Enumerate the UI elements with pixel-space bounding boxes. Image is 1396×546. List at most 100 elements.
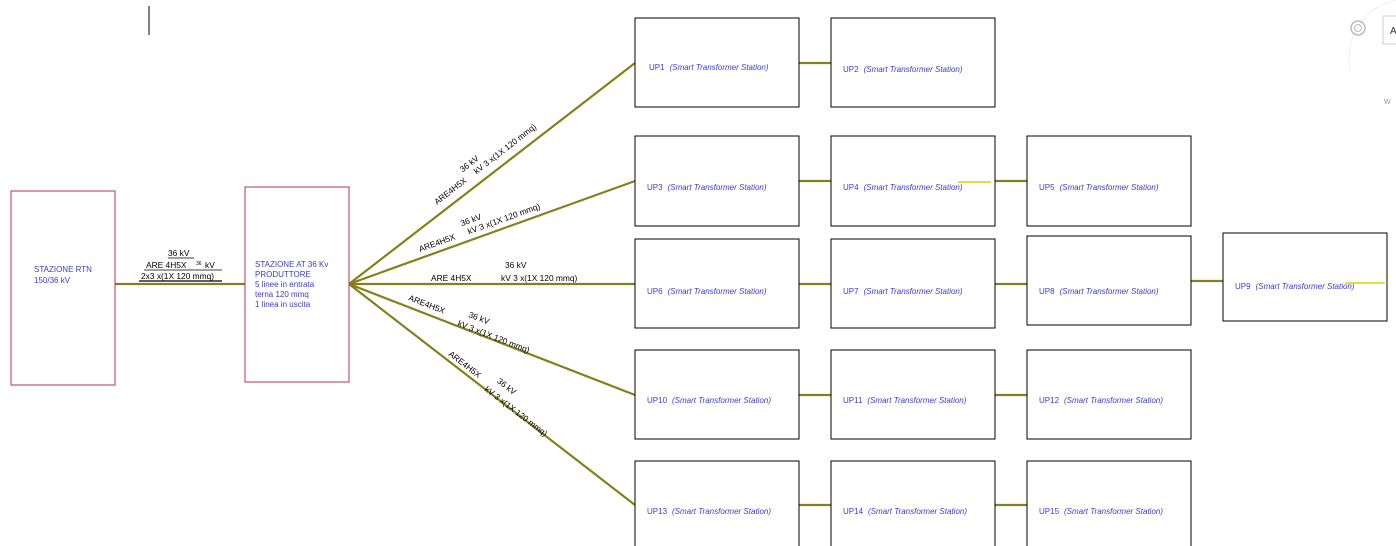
svg-text:UP14(Smart Transformer Station: UP14 (Smart Transformer Station) (843, 507, 967, 516)
branch-spec: kV 3 x(1X 120 mmq) (472, 121, 539, 176)
station-id: UP10 (647, 396, 668, 405)
rtn-station-box (10, 190, 116, 386)
at-station-owner: PRODUTTORE (255, 270, 311, 279)
side-small-letter: W (1384, 99, 1391, 106)
at-station-output: 1 linea in uscita (255, 300, 311, 309)
up8-box[interactable]: UP8 (Smart Transformer Station) (1026, 235, 1192, 326)
up11-box[interactable]: UP11 (Smart Transformer Station) (830, 349, 996, 440)
circle-inner-icon (1354, 24, 1362, 32)
svg-text:UP13(Smart Transformer Station: UP13 (Smart Transformer Station) (647, 507, 771, 516)
station-id: UP11 (843, 396, 863, 405)
side-button[interactable] (1382, 15, 1396, 45)
branch-type: ARE4H5X (417, 231, 457, 253)
station-desc: (Smart Transformer Station) (1064, 507, 1163, 516)
station-desc: (Smart Transformer Station) (864, 183, 963, 192)
station-id: UP6 (647, 287, 663, 296)
station-id: UP9 (1235, 282, 1251, 291)
branch-voltage: 36 kV (505, 260, 527, 270)
station-desc: (Smart Transformer Station) (1060, 287, 1159, 296)
station-desc: (Smart Transformer Station) (672, 396, 771, 405)
main-cable-spec: 2x3 x(1X 120 mmq) (141, 271, 214, 281)
svg-text:UP1(Smart Transformer Station): UP1 (Smart Transformer Station) (649, 63, 769, 72)
side-toolbar[interactable]: A W (1348, 0, 1396, 106)
side-arc (1348, 0, 1396, 71)
at-station[interactable]: STAZIONE AT 36 Kv PRODUTTORE 5 linee in … (244, 186, 350, 383)
main-cable-voltage: 36 kV (168, 248, 190, 258)
station-id: UP8 (1039, 287, 1055, 296)
svg-text:UP6(Smart Transformer Station): UP6 (Smart Transformer Station) (647, 287, 767, 296)
connections (115, 61, 1223, 507)
station-id: UP3 (647, 183, 663, 192)
station-desc: (Smart Transformer Station) (867, 396, 966, 405)
at-station-name: STAZIONE AT 36 Kv (255, 260, 328, 269)
at-station-box (244, 186, 350, 383)
svg-text:UP3(Smart Transformer Station): UP3 (Smart Transformer Station) (647, 183, 767, 192)
up4-box[interactable]: UP4 (Smart Transformer Station) (830, 135, 996, 227)
svg-text:UP11(Smart Transformer Station: UP11 (Smart Transformer Station) (843, 396, 967, 405)
rtn-station[interactable]: STAZIONE RTN 150/36 kV (10, 190, 116, 386)
station-id: UP1 (649, 63, 665, 72)
svg-text:UP8(Smart Transformer Station): UP8 (Smart Transformer Station) (1039, 287, 1159, 296)
svg-text:UP5(Smart Transformer Station): UP5 (Smart Transformer Station) (1039, 183, 1159, 192)
station-desc: (Smart Transformer Station) (1064, 396, 1163, 405)
branch-spec: kV 3 x(1X 120 mmq) (456, 318, 531, 355)
branch-type: ARE4H5X (432, 175, 469, 207)
up14-box[interactable]: UP14 (Smart Transformer Station) (830, 460, 996, 546)
up6-box[interactable]: UP6 (Smart Transformer Station) (634, 238, 800, 329)
svg-text:UP12(Smart Transformer Station: UP12(Smart Transformer Station) (1039, 396, 1163, 405)
branch-label-up1: 36 kV ARE4H5X kV 3 x(1X 120 mmq) (432, 121, 539, 207)
svg-text:UP15(Smart Transformer Station: UP15 (Smart Transformer Station) (1039, 507, 1163, 516)
circle-icon[interactable] (1350, 20, 1366, 36)
at-station-inputs: 5 linee in entrata (255, 280, 315, 289)
main-cable-unit: kV (205, 260, 215, 270)
svg-text:UP4(Smart Transformer Station): UP4 (Smart Transformer Station) (843, 183, 963, 192)
up13-box[interactable]: UP13 (Smart Transformer Station) (634, 460, 800, 546)
up9-box[interactable]: UP9 (Smart Transformer Station) (1222, 232, 1388, 322)
up5-box[interactable]: UP5 (Smart Transformer Station) (1026, 135, 1192, 227)
rtn-station-name: STAZIONE RTN (34, 265, 92, 274)
branch-label-up6: 36 kV ARE 4H5X kV 3 x(1X 120 mmq) (431, 260, 578, 283)
at-station-cable: terna 120 mmq (255, 290, 309, 299)
station-desc: (Smart Transformer Station) (670, 63, 769, 72)
station-desc: (Smart Transformer Station) (1060, 183, 1159, 192)
station-id: UP4 (843, 183, 859, 192)
station-id: UP14 (843, 507, 864, 516)
link-at-up13 (348, 283, 636, 506)
up15-box[interactable]: UP15 (Smart Transformer Station) (1026, 460, 1192, 546)
svg-text:UP7(Smart Transformer Station): UP7 (Smart Transformer Station) (843, 287, 963, 296)
station-desc: (Smart Transformer Station) (864, 65, 963, 74)
main-cable-label: 36 kV ARE 4H5X 36 kV 2x3 x(1X 120 mmq) (139, 248, 222, 282)
station-desc: (Smart Transformer Station) (668, 183, 767, 192)
station-desc: (Smart Transformer Station) (1256, 282, 1355, 291)
up2-box[interactable]: UP2 (Smart Transformer Station) (830, 17, 996, 108)
station-id: UP5 (1039, 183, 1055, 192)
up1-box[interactable]: UP1 (Smart Transformer Station) (634, 17, 800, 108)
svg-text:UP9(Smart Transformer Station): UP9 (Smart Transformer Station) (1235, 282, 1355, 291)
main-cable-type: ARE 4H5X (146, 260, 187, 270)
station-id: UP13 (647, 507, 668, 516)
station-desc: (Smart Transformer Station) (864, 287, 963, 296)
up7-box[interactable]: UP7 (Smart Transformer Station) (830, 238, 996, 329)
station-id: UP7 (843, 287, 859, 296)
branch-label-up13: 36 kV ARE4H5X kV 3 x(1X 120 mmq) (447, 349, 550, 439)
station-desc: (Smart Transformer Station) (668, 287, 767, 296)
svg-text:UP10(Smart Transformer Station: UP10 (Smart Transformer Station) (647, 396, 771, 405)
branch-spec: kV 3 x(1X 120 mmq) (483, 384, 550, 439)
up3-box[interactable]: UP3 (Smart Transformer Station) (634, 135, 800, 227)
station-desc: (Smart Transformer Station) (672, 507, 771, 516)
main-cable-frac: 36 (196, 261, 202, 267)
station-id: UP15 (1039, 507, 1060, 516)
side-button-letter: A (1390, 26, 1396, 37)
branch-label-up10: 36 kV ARE4H5X kV 3 x(1X 120 mmq) (407, 293, 531, 355)
up12-box[interactable]: UP12(Smart Transformer Station) (1026, 349, 1192, 440)
link-at-up3 (348, 179, 636, 286)
station-desc: (Smart Transformer Station) (868, 507, 967, 516)
station-id: UP2 (843, 65, 859, 74)
up10-box[interactable]: UP10 (Smart Transformer Station) (634, 349, 800, 440)
branch-type: ARE4H5X (407, 293, 447, 316)
rtn-station-voltage: 150/36 kV (34, 276, 71, 285)
branch-type: ARE 4H5X (431, 273, 472, 283)
svg-text:UP2(Smart Transformer Station): UP2 (Smart Transformer Station) (843, 65, 963, 74)
link-at-up10 (348, 282, 636, 397)
